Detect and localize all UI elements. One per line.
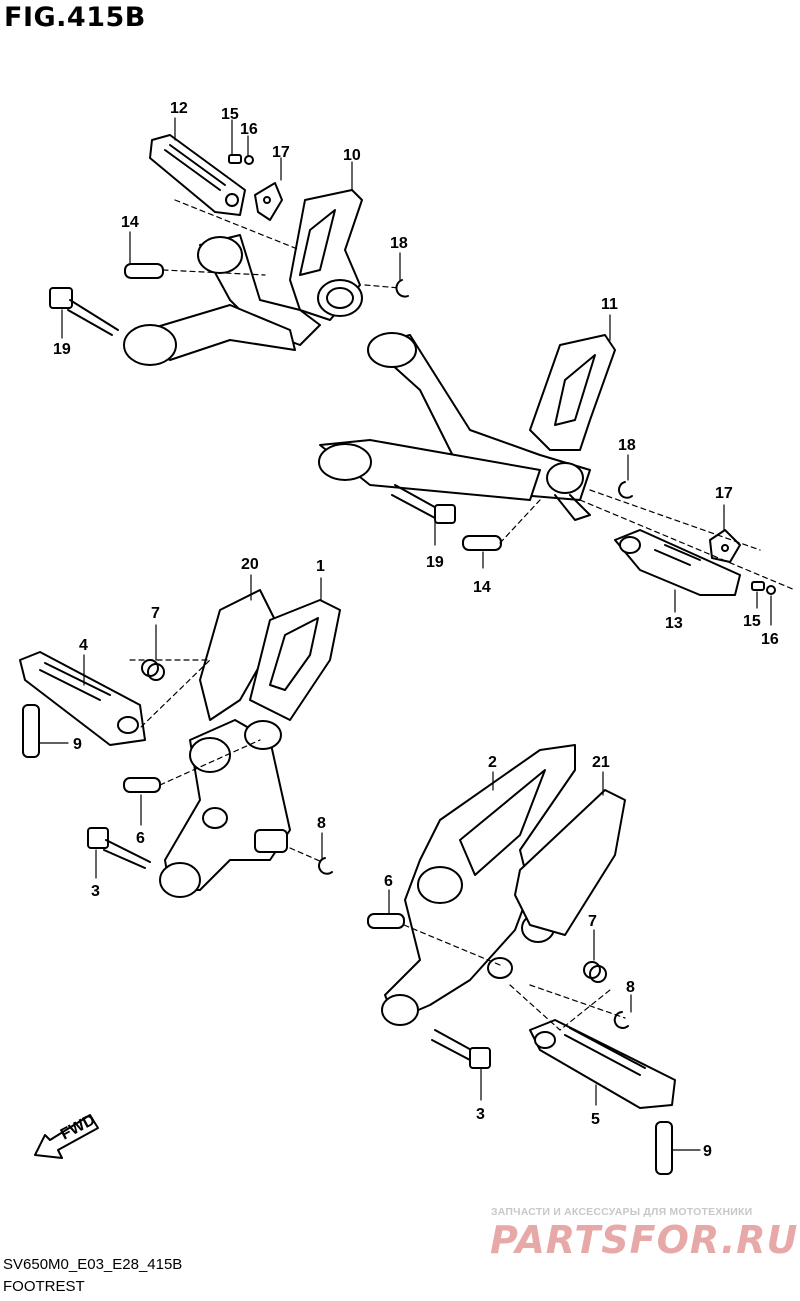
peg-detent-parts-right bbox=[709, 529, 776, 595]
rider-bracket-left bbox=[159, 599, 341, 898]
peg-pin-left bbox=[124, 263, 164, 279]
leader-lines-group3 bbox=[39, 574, 323, 879]
callout-6: 6 bbox=[384, 873, 393, 890]
bolt-right-upper bbox=[391, 484, 456, 524]
callout-14: 14 bbox=[473, 579, 491, 596]
e-ring-right-lower bbox=[613, 1011, 629, 1029]
callout-8: 8 bbox=[626, 979, 635, 996]
passenger-bracket-left bbox=[123, 189, 363, 366]
pivot-pin-right bbox=[367, 913, 405, 929]
e-ring-left-upper bbox=[395, 279, 409, 298]
callout-1: 1 bbox=[316, 558, 325, 575]
leader-lines-group1 bbox=[61, 117, 401, 339]
figure-caption: FOOTREST bbox=[3, 1278, 85, 1295]
passenger-peg-left bbox=[149, 134, 246, 216]
callout-15: 15 bbox=[221, 106, 239, 123]
callout-12: 12 bbox=[170, 100, 188, 117]
callout-7: 7 bbox=[588, 913, 597, 930]
bolt-right-lower bbox=[431, 1029, 491, 1069]
callout-3: 3 bbox=[91, 883, 100, 900]
figure-title: FIG.415B bbox=[4, 2, 146, 33]
callout-17: 17 bbox=[272, 144, 290, 161]
fwd-arrow-icon bbox=[34, 1114, 99, 1159]
callout-18: 18 bbox=[618, 437, 636, 454]
figure-code: SV650M0_E03_E28_415B bbox=[3, 1256, 183, 1273]
callout-labels: 12 15 16 17 10 14 18 19 11 18 17 19 14 1… bbox=[53, 100, 779, 1160]
watermark-tagline: ЗАПЧАСТИ И АКСЕССУАРЫ ДЛЯ МОТОТЕХНИКИ bbox=[491, 1206, 753, 1218]
bolt-left-upper bbox=[49, 287, 119, 336]
callout-10: 10 bbox=[343, 147, 361, 164]
heel-guard-right bbox=[514, 789, 626, 936]
callout-5: 5 bbox=[591, 1111, 600, 1128]
spring-left bbox=[141, 659, 165, 681]
callout-21: 21 bbox=[592, 754, 610, 771]
bolt-left-lower bbox=[87, 827, 151, 869]
rider-peg-right bbox=[529, 1019, 676, 1109]
callout-14: 14 bbox=[121, 214, 139, 231]
callout-16: 16 bbox=[240, 121, 258, 138]
detent-pin-left bbox=[22, 704, 40, 758]
peg-detent-parts-left bbox=[228, 154, 283, 221]
detent-pin-right bbox=[655, 1121, 673, 1175]
callout-11: 11 bbox=[601, 296, 618, 313]
callout-3: 3 bbox=[476, 1106, 485, 1123]
callout-6: 6 bbox=[136, 830, 145, 847]
passenger-peg-right bbox=[614, 529, 741, 596]
callout-20: 20 bbox=[241, 556, 259, 573]
callout-18: 18 bbox=[390, 235, 408, 252]
pivot-pin-left bbox=[123, 777, 161, 793]
callout-15: 15 bbox=[743, 613, 761, 630]
callout-19: 19 bbox=[426, 554, 444, 571]
leader-lines-group4 bbox=[388, 771, 701, 1151]
callout-9: 9 bbox=[703, 1143, 712, 1160]
e-ring-right-upper bbox=[618, 481, 633, 499]
callout-9: 9 bbox=[73, 736, 82, 753]
passenger-bracket-right bbox=[318, 332, 616, 521]
spring-right bbox=[583, 961, 607, 983]
heel-guard-left bbox=[199, 589, 281, 721]
callout-4: 4 bbox=[79, 637, 88, 654]
callout-8: 8 bbox=[317, 815, 326, 832]
callout-16: 16 bbox=[761, 631, 779, 648]
e-ring-left-lower bbox=[318, 857, 333, 875]
callout-7: 7 bbox=[151, 605, 160, 622]
watermark-logo: PARTSFOR.RU bbox=[490, 1218, 799, 1262]
callout-17: 17 bbox=[715, 485, 733, 502]
callout-2: 2 bbox=[488, 754, 497, 771]
callout-13: 13 bbox=[665, 615, 683, 632]
peg-pin-right bbox=[462, 535, 502, 551]
rider-peg-left bbox=[19, 651, 146, 746]
callout-19: 19 bbox=[53, 341, 71, 358]
leader-lines-group2 bbox=[434, 314, 796, 626]
